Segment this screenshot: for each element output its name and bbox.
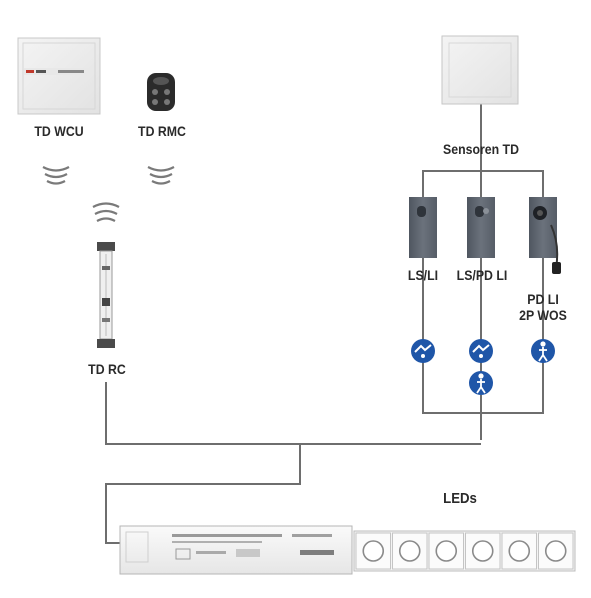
sensor-ls-li-label: LS/LI (407, 267, 439, 283)
led-icon (362, 540, 385, 562)
rc-receiver (97, 242, 115, 348)
rmc-remote (147, 73, 175, 111)
led-cell (355, 532, 391, 570)
rc-label: TD RC (88, 361, 126, 377)
led-cell (538, 532, 574, 570)
led-icon (544, 540, 567, 562)
presence-person-icon (469, 371, 493, 395)
light-sensor-icon (411, 339, 435, 363)
sensor-group-label: Sensoren TD (442, 141, 519, 157)
sensor-pd-li-2p (529, 197, 561, 274)
wireless-wave-icon (92, 202, 120, 222)
led-icon (471, 540, 494, 562)
sensor-pd-li-label-line1: PD LI (527, 291, 559, 307)
led-cell (428, 532, 464, 570)
presence-person-icon (531, 339, 555, 363)
led-cell (465, 532, 501, 570)
wire-sensor-bus-top (422, 170, 544, 197)
wcu-device (17, 37, 101, 115)
wire-to-driver (105, 444, 301, 544)
led-cell (392, 532, 428, 570)
wireless-wave-icon (147, 166, 175, 185)
presence-sensor-icon (469, 339, 493, 363)
sensor-ls-pd-li (467, 197, 495, 258)
wires (105, 102, 544, 544)
wire-main-bus (105, 382, 481, 445)
wireless-wave-icon (42, 166, 70, 185)
sensor-pd-li-label-line2: 2P WOS (519, 307, 567, 323)
led-icon (398, 540, 421, 562)
sensor-switch (441, 35, 519, 105)
led-icon (508, 540, 531, 562)
led-icon (435, 540, 458, 562)
sensor-ls-pd-li-label: LS/PD LI (456, 267, 508, 283)
led-strip (353, 530, 576, 572)
rmc-label: TD RMC (138, 123, 186, 139)
led-driver (119, 525, 353, 575)
leds-label: LEDs (443, 490, 477, 507)
wire-sensor-bus-bottom (422, 362, 544, 414)
led-cell (501, 532, 537, 570)
wcu-label: TD WCU (34, 123, 84, 139)
sensor-ls-li (409, 197, 437, 258)
